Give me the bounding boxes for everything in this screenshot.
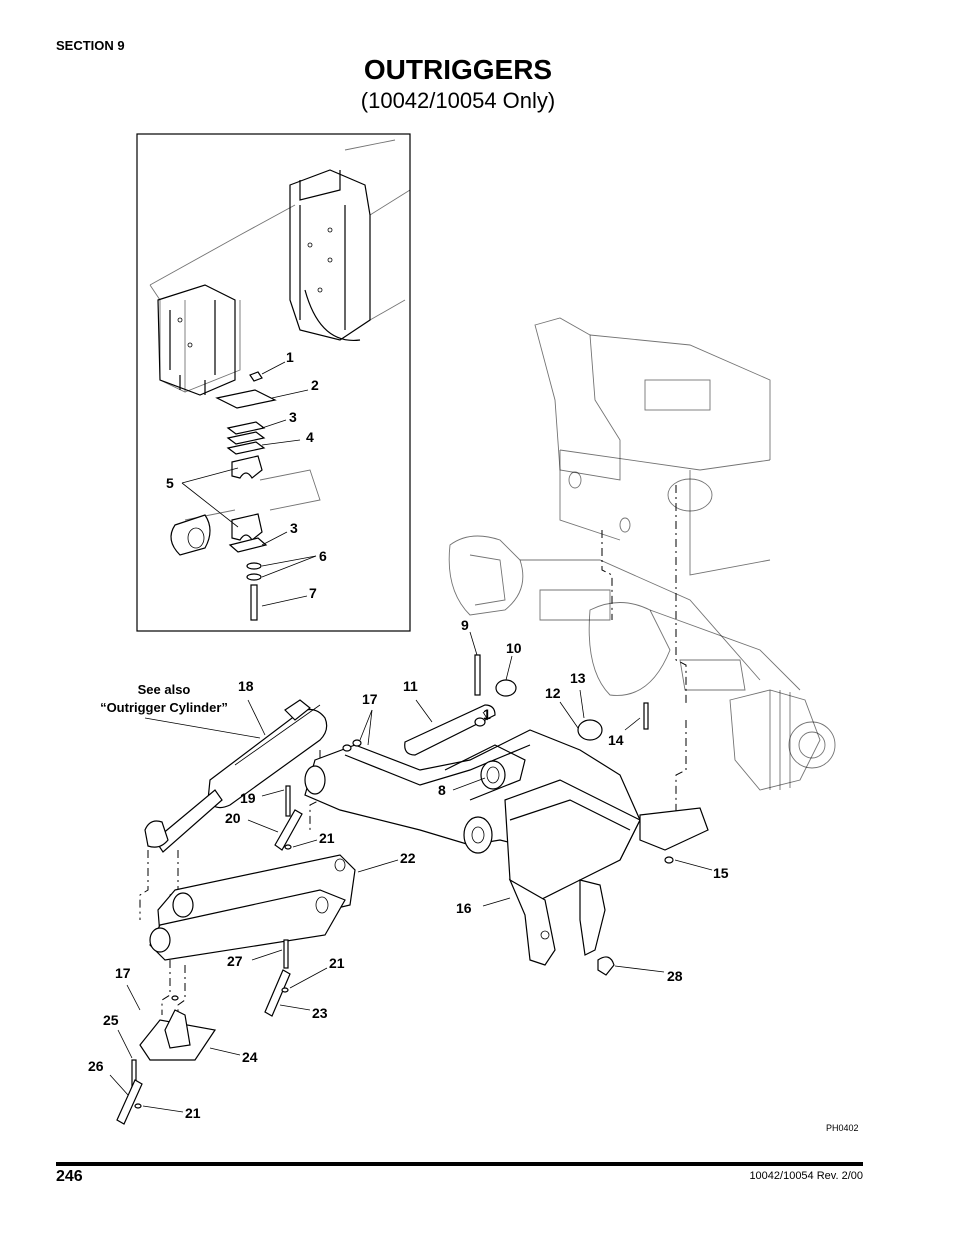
- callout-21b: 21: [329, 955, 345, 971]
- footer-rule: [56, 1162, 863, 1166]
- callout-1: 1: [286, 349, 294, 365]
- revision-label: 10042/10054 Rev. 2/00: [749, 1170, 863, 1182]
- callout-23: 23: [312, 1005, 328, 1021]
- callout-9: 9: [461, 617, 469, 633]
- main-leaders: [109, 631, 713, 1113]
- inset-leaders: [181, 361, 317, 607]
- callout-11: 11: [403, 678, 418, 694]
- page-number: 246: [56, 1168, 83, 1185]
- callout-2: 2: [311, 377, 319, 393]
- callout-10: 10: [506, 640, 522, 656]
- callout-15: 15: [713, 865, 729, 881]
- callout-21c: 21: [185, 1105, 201, 1121]
- callout-20: 20: [225, 810, 241, 826]
- callout-3: 3: [289, 409, 297, 425]
- callout-12: 12: [545, 685, 561, 701]
- see-also-line1: See also: [138, 682, 191, 697]
- callout-14: 14: [608, 732, 624, 748]
- callout-8: 8: [438, 782, 446, 798]
- outrigger-arm: [304, 729, 709, 966]
- inset-parts-stack: [170, 371, 277, 621]
- callout-25: 25: [103, 1012, 119, 1028]
- page-subtitle: (10042/10054 Only): [360, 88, 556, 113]
- see-also-line2: “Outrigger Cylinder”: [100, 700, 228, 715]
- inset-frame-bracket: [149, 139, 411, 521]
- callout-17b: 17: [115, 965, 131, 981]
- page-title: OUTRIGGERS: [363, 54, 553, 85]
- chassis-axle-ghost: [448, 317, 836, 791]
- callout-1b: 1: [483, 706, 491, 722]
- callout-13: 13: [570, 670, 586, 686]
- pins-and-hardware: [116, 654, 674, 1125]
- callout-27: 27: [227, 953, 243, 969]
- foot-pad: [139, 1009, 217, 1061]
- figure-code: PH0402: [826, 1123, 859, 1133]
- outrigger-cylinder: [144, 699, 328, 853]
- lower-arm: [149, 854, 356, 961]
- callout-19: 19: [240, 790, 256, 806]
- callout-24: 24: [242, 1049, 258, 1065]
- callout-6: 6: [319, 548, 327, 564]
- callout-7: 7: [309, 585, 317, 601]
- callout-17: 17: [362, 691, 378, 707]
- callout-21: 21: [319, 830, 335, 846]
- callout-22: 22: [400, 850, 416, 866]
- callout-16: 16: [456, 900, 472, 916]
- callout-4: 4: [306, 429, 314, 445]
- callout-18: 18: [238, 678, 254, 694]
- callout-3b: 3: [290, 520, 298, 536]
- callout-26: 26: [88, 1058, 104, 1074]
- callout-labels: 1 2 3 4 5 3 6 7 9 10 11 1 13 12 14 8 18 …: [88, 349, 729, 1121]
- callout-5: 5: [166, 475, 174, 491]
- callout-28: 28: [667, 968, 683, 984]
- inset-frame: [136, 133, 411, 632]
- section-label: SECTION 9: [56, 38, 125, 53]
